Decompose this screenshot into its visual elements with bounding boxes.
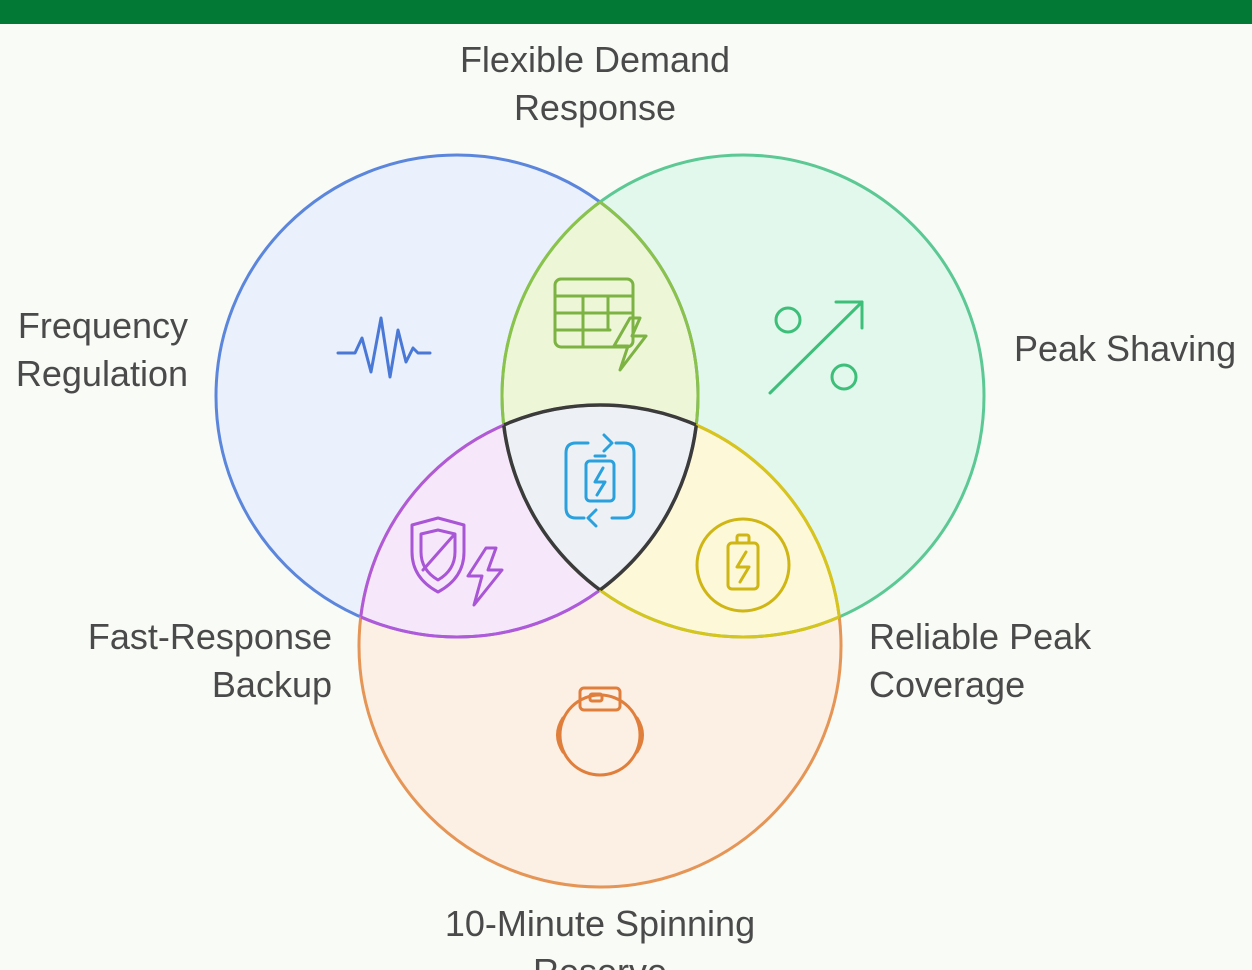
label-line: Backup [211, 664, 332, 705]
table-lightning-icon [553, 277, 648, 372]
label-line: Peak Shaving [1014, 328, 1237, 369]
overlap-reliable-peak-outline [500, 405, 841, 639]
label-fast-response-backup: Fast-Response Backup [40, 613, 332, 709]
overlap-fast-response-outline [359, 405, 700, 639]
shield-lightning-icon [410, 516, 504, 607]
center-outline-bottom [502, 403, 698, 637]
label-line: Frequency [17, 305, 188, 346]
label-flexible-demand-response: Flexible Demand Response [445, 36, 745, 132]
label-line: Regulation [15, 353, 188, 394]
label-reliable-peak-coverage: Reliable Peak Coverage [869, 613, 1129, 709]
battery-charge-icon [695, 517, 791, 613]
overlap-flexible-demand-outline-2 [502, 155, 700, 637]
overlap-flexible-demand-outline [500, 155, 698, 637]
label-line: Flexible Demand [459, 39, 731, 80]
label-peak-shaving: Peak Shaving [1014, 325, 1252, 373]
battery-cycle-icon [564, 433, 636, 528]
label-line: Fast-Response [87, 616, 332, 657]
label-line: 10-Minute Spinning [444, 903, 756, 944]
header-bar [0, 0, 1252, 24]
percent-trend-icon [768, 300, 864, 395]
label-line: Response [513, 87, 677, 128]
generator-icon [556, 686, 644, 777]
pulse-wave-icon [336, 316, 432, 379]
label-line: Coverage [869, 664, 1026, 705]
label-10-minute-spinning-reserve: 10-Minute Spinning Reserve [420, 900, 780, 970]
overlap-fast-response-fill [359, 405, 698, 637]
label-line: Reliable Peak [869, 616, 1092, 657]
label-frequency-regulation: Frequency Regulation [0, 302, 188, 398]
label-line: Reserve [420, 948, 780, 970]
